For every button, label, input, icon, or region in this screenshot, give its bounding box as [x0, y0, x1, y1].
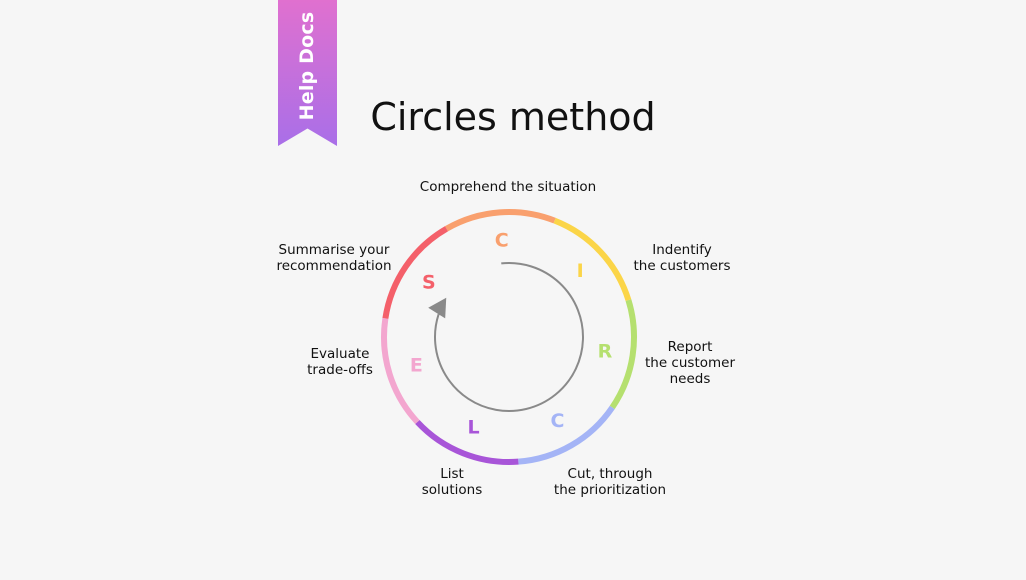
stage-letter: S: [422, 271, 436, 293]
ring-segment: [609, 299, 637, 410]
ring-segment: [518, 405, 615, 465]
stage-label-evaluate: Evaluate trade-offs: [295, 346, 385, 378]
stage-label-line: Evaluate: [310, 346, 370, 362]
ring-segment: [381, 317, 420, 425]
stage-label-line: Report: [667, 339, 713, 355]
stage-letter: L: [468, 416, 480, 438]
cycle-arrow-icon: [428, 262, 584, 412]
stage-label-line: Summarise your: [278, 242, 390, 258]
ring-segment: [553, 217, 632, 302]
ring-segment: [382, 226, 449, 319]
stage-label-line: recommendation: [276, 258, 392, 274]
stage-label-line: the customers: [633, 258, 731, 274]
help-docs-ribbon: Help Docs: [278, 0, 337, 146]
page-title: Circles method: [370, 95, 656, 139]
stage-letter: C: [495, 229, 509, 251]
ring-segment: [445, 209, 556, 232]
stage-letters: C I R C L E S: [410, 229, 613, 438]
stage-label-line: the customer: [644, 355, 736, 371]
stage-label-line: trade-offs: [307, 362, 373, 378]
stage-label-cut: Cut, through the prioritization: [545, 466, 675, 498]
stage-label-identify: Indentify the customers: [622, 242, 742, 274]
stage-label-summarise: Summarise your recommendation: [270, 242, 398, 274]
stage-label-line: solutions: [421, 482, 483, 498]
stage-label-report: Report the customer needs: [635, 339, 745, 387]
stage-label-line: needs: [669, 371, 711, 387]
stage-label-list: List solutions: [412, 466, 492, 498]
stage-label-comprehend: Comprehend the situation: [408, 179, 608, 195]
ring-segment: [415, 419, 519, 465]
stage-letter: R: [598, 340, 613, 362]
stage-label-line: Indentify: [652, 242, 712, 258]
stage-label-line: the prioritization: [553, 482, 667, 498]
stage-letter: I: [577, 260, 584, 282]
stage-letter: E: [410, 355, 423, 377]
stage-label-line: Cut, through: [567, 466, 653, 482]
stage-label-line: Comprehend the situation: [419, 179, 597, 195]
stage-label-line: List: [440, 466, 464, 482]
cycle-ring: [381, 209, 637, 465]
stage-letter: C: [551, 410, 565, 432]
